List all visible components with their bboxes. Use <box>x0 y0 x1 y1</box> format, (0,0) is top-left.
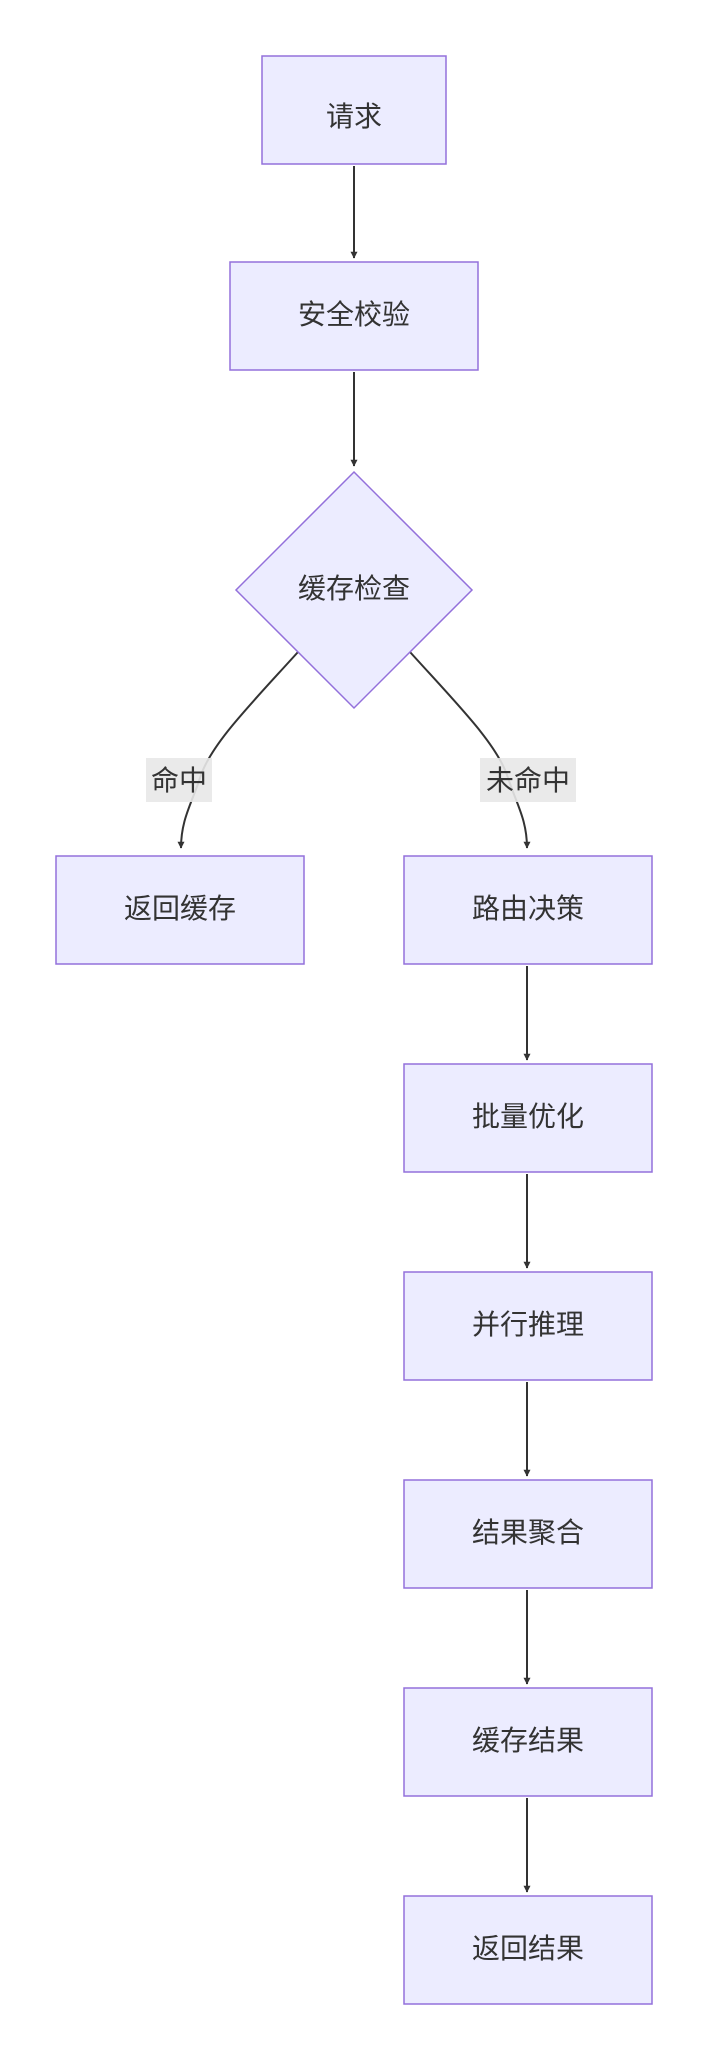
node-cache-result-box <box>403 1687 653 1797</box>
node-batch-opt-box <box>403 1063 653 1173</box>
node-batch-opt: 批量优化 <box>403 1063 653 1173</box>
edge-cache-check-to-routing <box>409 651 531 849</box>
node-cache-check: 缓存检查 <box>234 470 474 710</box>
node-routing-label: 路由决策 <box>472 892 584 925</box>
node-return-cache-box <box>55 855 305 965</box>
node-return-result-box <box>403 1895 653 2005</box>
node-return-cache-label: 返回缓存 <box>124 892 236 925</box>
edge-cache-check-to-return-cache <box>177 651 299 849</box>
node-request: 请求 <box>261 55 447 165</box>
node-parallel-infer-box <box>403 1271 653 1381</box>
node-routing-box <box>403 855 653 965</box>
node-request-box <box>261 55 447 165</box>
node-security-check: 安全校验 <box>229 261 479 371</box>
node-aggregate-label: 结果聚合 <box>472 1516 584 1549</box>
node-request-label: 请求 <box>326 100 382 133</box>
edge-label-miss: 未命中 <box>480 758 576 802</box>
node-cache-result-label: 缓存结果 <box>472 1724 584 1757</box>
edges <box>177 166 531 1893</box>
edge-label-hit-bg <box>146 758 212 802</box>
node-cache-check-diamond <box>234 470 474 710</box>
node-aggregate-box <box>403 1479 653 1589</box>
node-return-cache: 返回缓存 <box>55 855 305 965</box>
node-batch-opt-label: 批量优化 <box>472 1100 584 1133</box>
node-aggregate: 结果聚合 <box>403 1479 653 1589</box>
node-return-result-label: 返回结果 <box>472 1932 584 1965</box>
node-routing: 路由决策 <box>403 855 653 965</box>
node-parallel-infer-label: 并行推理 <box>472 1308 584 1341</box>
node-security-check-box <box>229 261 479 371</box>
node-cache-check-label: 缓存检查 <box>298 572 410 605</box>
edge-label-miss-text: 未命中 <box>486 764 570 797</box>
node-parallel-infer: 并行推理 <box>403 1271 653 1381</box>
node-cache-result: 缓存结果 <box>403 1687 653 1797</box>
edge-label-hit-text: 命中 <box>151 764 207 797</box>
node-return-result: 返回结果 <box>403 1895 653 2005</box>
edge-label-miss-bg <box>480 758 576 802</box>
edge-label-hit: 命中 <box>146 758 212 802</box>
node-security-check-label: 安全校验 <box>298 298 410 331</box>
